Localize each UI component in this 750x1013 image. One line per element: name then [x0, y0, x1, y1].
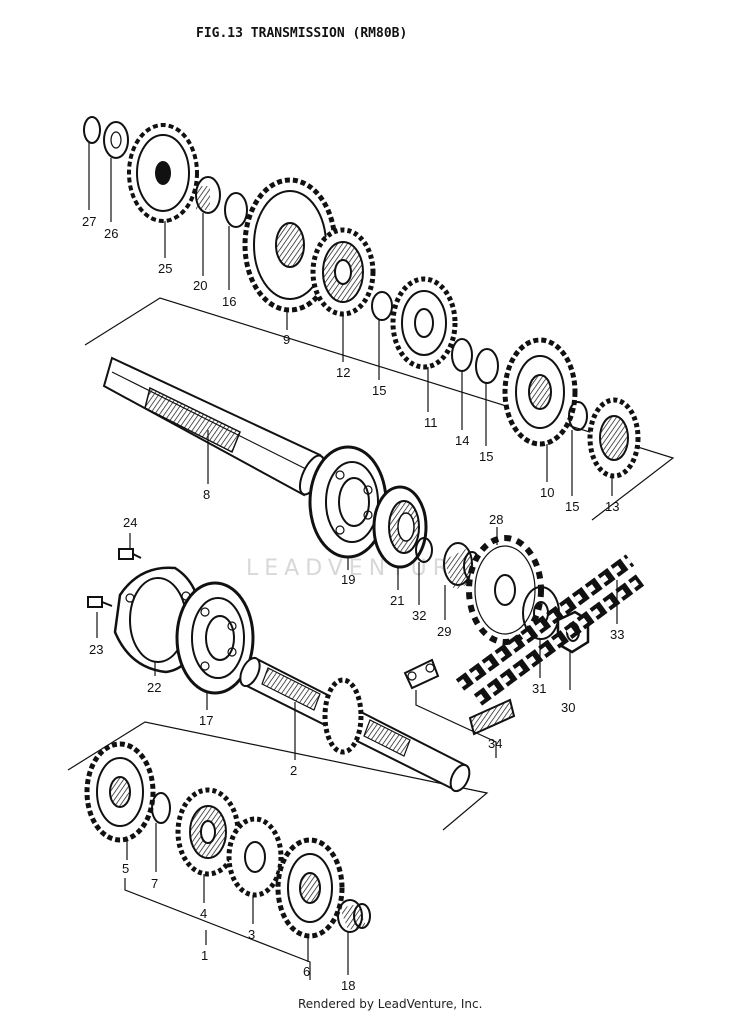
callout-25: 25 — [158, 261, 172, 276]
callout-1: 1 — [201, 948, 208, 963]
callout-2: 2 — [290, 763, 297, 778]
callout-13: 13 — [605, 499, 619, 514]
callout-16: 16 — [222, 294, 236, 309]
callout-labels: 27 26 25 20 16 9 12 15 11 14 15 10 15 13… — [82, 214, 624, 993]
callout-24: 24 — [123, 515, 137, 530]
chain-joint-34 — [403, 658, 516, 758]
circlip-27 — [83, 116, 101, 144]
callout-5: 5 — [122, 861, 129, 876]
group-1-bracket — [124, 878, 311, 980]
callout-18: 18 — [341, 978, 355, 993]
callout-9: 9 — [283, 332, 290, 347]
gear-6 — [275, 837, 345, 939]
figure-title: FIG.13 TRANSMISSION (RM80B) — [196, 26, 407, 41]
callout-15-c: 15 — [565, 499, 579, 514]
callout-31: 31 — [532, 681, 546, 696]
oil-seal-21 — [372, 485, 428, 569]
bushing-18 — [337, 899, 371, 933]
bearing-17 — [175, 581, 255, 695]
callout-32: 32 — [412, 608, 426, 623]
callout-4: 4 — [200, 906, 207, 921]
gear-25 — [127, 123, 199, 223]
callout-23: 23 — [89, 642, 103, 657]
callout-33: 33 — [610, 627, 624, 642]
callout-28: 28 — [489, 512, 503, 527]
gear-13 — [587, 397, 641, 479]
callout-6: 6 — [303, 964, 310, 979]
screw-23 — [87, 596, 113, 608]
circlip-7 — [151, 792, 171, 824]
washer-16 — [224, 192, 248, 228]
callout-10: 10 — [540, 485, 554, 500]
gear-12 — [310, 227, 376, 317]
circlip-15-b — [475, 348, 499, 384]
callout-19: 19 — [341, 572, 355, 587]
callout-34: 34 — [488, 736, 502, 751]
callout-26: 26 — [104, 226, 118, 241]
callout-29: 29 — [437, 624, 451, 639]
callout-7: 7 — [151, 876, 158, 891]
washer-14 — [451, 338, 473, 372]
screw-24 — [118, 548, 142, 560]
o-ring-32 — [415, 537, 433, 563]
callout-15-a: 15 — [372, 383, 386, 398]
driveshaft — [239, 656, 471, 793]
bushing-20 — [195, 176, 221, 214]
callout-11: 11 — [424, 415, 438, 430]
callout-20: 20 — [193, 278, 207, 293]
gear-10 — [502, 337, 578, 447]
gear-9 — [242, 177, 338, 313]
leader-lines — [88, 143, 618, 975]
gear-3 — [226, 816, 284, 898]
callout-22: 22 — [147, 680, 161, 695]
callout-30: 30 — [561, 700, 575, 715]
callout-8: 8 — [203, 487, 210, 502]
watermark: LEADVENTURE — [246, 556, 474, 581]
callout-15-b: 15 — [479, 449, 493, 464]
gear-5 — [84, 741, 156, 843]
callout-21: 21 — [390, 593, 404, 608]
callout-27: 27 — [82, 214, 96, 229]
gear-11 — [390, 276, 458, 370]
countershaft — [102, 356, 326, 497]
drive-chain-33 — [455, 554, 645, 706]
washer-26 — [103, 121, 129, 159]
circlip-15-c — [568, 401, 588, 431]
callout-14: 14 — [455, 433, 469, 448]
gear-4 — [175, 787, 241, 877]
upper-assembly-bracket — [84, 297, 675, 521]
callout-17: 17 — [199, 713, 213, 728]
circlip-15-a — [371, 291, 393, 321]
callout-3: 3 — [248, 927, 255, 942]
callout-12: 12 — [336, 365, 350, 380]
credit-text: Rendered by LeadVenture, Inc. — [298, 997, 482, 1011]
